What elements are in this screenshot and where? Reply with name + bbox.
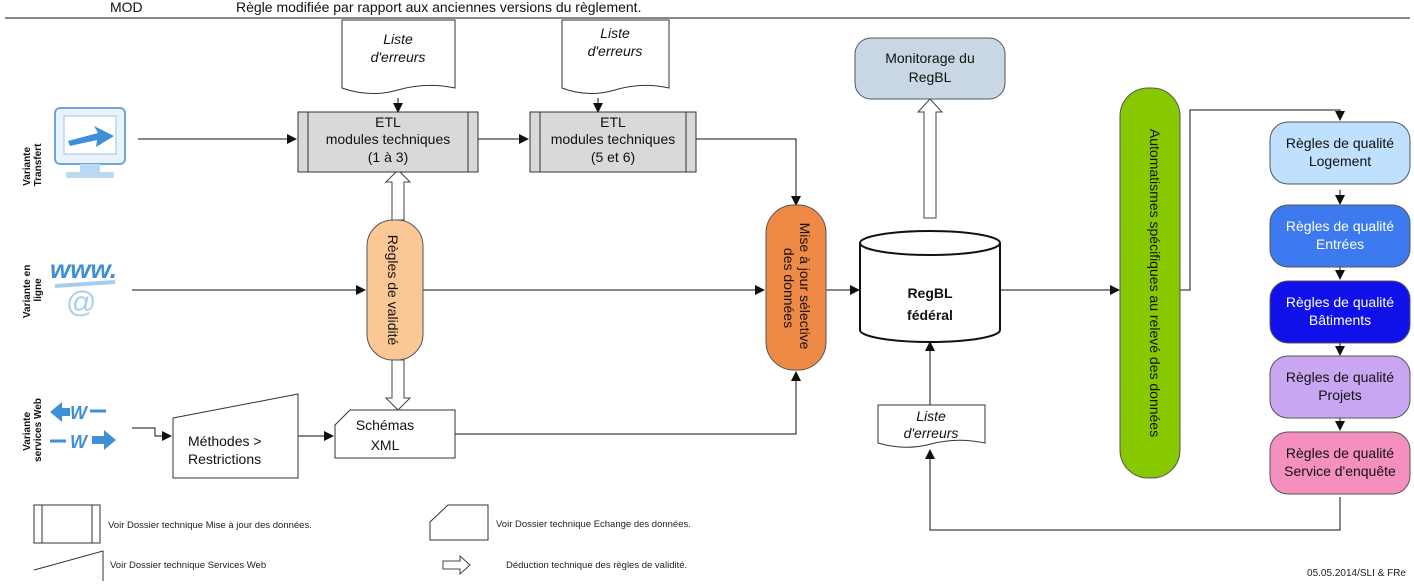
svg-text:www.: www. (50, 254, 117, 284)
quality-rule-domain: Entrées (1316, 236, 1364, 252)
error-list-2: Liste d'erreurs (561, 19, 670, 94)
svg-text:d'erreurs: d'erreurs (588, 43, 643, 59)
variant-transfert-label: Variante Transfert (22, 143, 44, 186)
deduction-arrows (384, 98, 944, 411)
www-icon: www. @ (50, 254, 117, 319)
svg-text:Liste: Liste (383, 31, 413, 47)
regbl-database: RegBL fédéral (859, 230, 1001, 343)
etl-box-1: ETL modules techniques (1 à 3) (297, 111, 479, 173)
error-list-1: Liste d'erreurs (341, 19, 456, 94)
svg-text:modules techniques: modules techniques (551, 131, 676, 147)
svg-text:Règles de validité: Règles de validité (385, 235, 401, 346)
quality-rule-domain: Service d'enquête (1284, 463, 1396, 479)
svg-text:W: W (70, 432, 89, 452)
quality-rule-title: Règles de qualité (1286, 218, 1394, 234)
quality-rule-title: Règles de qualité (1286, 294, 1394, 310)
methods-restrictions-box: Méthodes > Restrictions (172, 393, 299, 479)
svg-text:(5 et 6): (5 et 6) (591, 149, 635, 165)
svg-text:Automatismes spécifiques au re: Automatismes spécifiques au relevé des d… (1147, 129, 1163, 437)
svg-text:Restrictions: Restrictions (188, 451, 261, 467)
svg-text:ETL: ETL (375, 114, 401, 130)
svg-text:Liste: Liste (916, 408, 946, 424)
error-list-3: Liste d'erreurs (877, 404, 986, 448)
quality-rule-domain: Bâtiments (1309, 312, 1371, 328)
computer-transfer-icon (54, 107, 126, 178)
svg-text:d'erreurs: d'erreurs (904, 425, 959, 441)
validity-rules-pill: Règles de validité (366, 219, 424, 361)
xml-schemas-box: Schémas XML (334, 409, 456, 459)
svg-text:fédéral: fédéral (907, 307, 953, 323)
variant-services-web-label: Variante services Web (22, 398, 44, 462)
header-description: Règle modifiée par rapport aux anciennes… (236, 0, 641, 15)
etl-box-2: ETL modules techniques (5 et 6) (529, 111, 697, 173)
svg-text:W: W (70, 403, 89, 423)
svg-text:Monitorage du: Monitorage du (885, 50, 975, 66)
quality-rule-title: Règles de qualité (1286, 135, 1394, 151)
selective-update-label: Mise à jour sélective des données (781, 223, 813, 354)
svg-text:@: @ (66, 286, 96, 319)
svg-text:RegBL: RegBL (909, 69, 952, 85)
header-legend: MOD Règle modifiée par rapport aux ancie… (110, 0, 641, 15)
quality-rule-domain: Projets (1318, 387, 1362, 403)
legend-exchange-doc: Voir Dossier technique Echange des donné… (496, 519, 691, 530)
monitoring-box: Monitorage du RegBL (854, 37, 1006, 100)
web-services-icon: W W (50, 402, 116, 452)
legend-deduction: Déduction technique des règles de validi… (506, 560, 687, 571)
svg-text:Méthodes >: Méthodes > (188, 433, 262, 449)
svg-text:ETL: ETL (600, 114, 626, 130)
selective-update-pill: Mise à jour sélective des données (765, 204, 827, 371)
legend-update-doc: Voir Dossier technique Mise à jour des d… (108, 520, 312, 531)
legend-webservices-doc: Voir Dossier technique Services Web (110, 560, 266, 571)
header-code: MOD (110, 0, 143, 15)
svg-text:modules techniques: modules techniques (326, 131, 451, 147)
variant-en-ligne-label: Variante en ligne (22, 262, 44, 318)
quality-rule-title: Règles de qualité (1286, 445, 1394, 461)
legend: Voir Dossier technique Mise à jour des d… (33, 504, 691, 581)
svg-text:Liste: Liste (600, 25, 630, 41)
quality-rule-title: Règles de qualité (1286, 369, 1394, 385)
flow-lines (132, 98, 1345, 531)
svg-text:Schémas: Schémas (356, 417, 414, 433)
svg-text:(1 à 3): (1 à 3) (368, 149, 408, 165)
svg-text:XML: XML (371, 437, 400, 453)
svg-text:d'erreurs: d'erreurs (371, 49, 426, 65)
quality-rule-domain: Logement (1309, 153, 1371, 169)
automatismes-pill: Automatismes spécifiques au relevé des d… (1119, 87, 1181, 479)
svg-text:RegBL: RegBL (907, 285, 953, 301)
footer-date: 05.05.2014/SLI & FRe (1307, 568, 1406, 579)
